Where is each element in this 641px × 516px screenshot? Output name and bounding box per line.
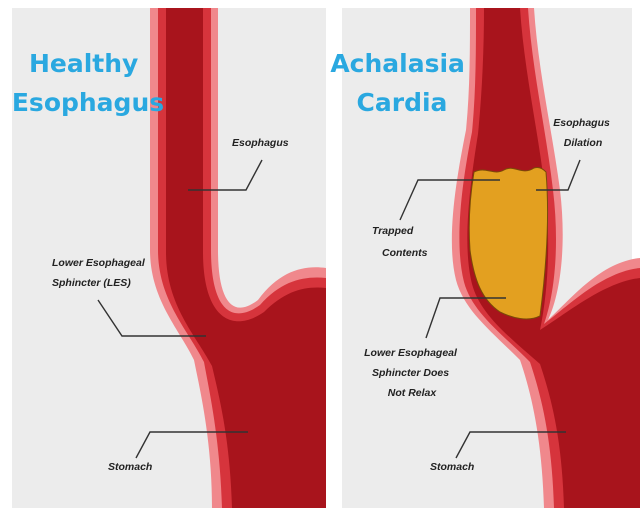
healthy-les-label-line-2: Sphincter (LES) [52, 277, 131, 289]
healthy-les-label-line-1: Lower Esophageal [52, 257, 146, 269]
healthy-esophagus-label: Esophagus [232, 137, 289, 149]
esophagus-dilation-label-line-1: Esophagus [553, 117, 610, 129]
healthy-title-line-1: Healthy [29, 49, 138, 78]
trapped-contents-label-line-2: Contents [382, 247, 428, 259]
healthy-stomach-label: Stomach [108, 461, 152, 473]
achalasia-les-label-line-1: Lower Esophageal [364, 347, 458, 359]
trapped-contents-label-line-1: Trapped [372, 225, 414, 237]
achalasia-les-label-line-3: Not Relax [388, 387, 438, 399]
healthy-panel: Healthy Esophagus Esophagus Lower Esopha… [12, 8, 326, 508]
healthy-title-line-2: Esophagus [12, 88, 164, 117]
esophagus-dilation-label-line-2: Dilation [564, 137, 603, 149]
achalasia-panel: Achalasia Cardia Esophagus Dilation Trap… [330, 8, 640, 508]
achalasia-stomach-label: Stomach [430, 461, 474, 473]
achalasia-title-line-1: Achalasia [330, 49, 465, 78]
achalasia-les-label-line-2: Sphincter Does [372, 367, 449, 379]
achalasia-title-line-2: Cardia [357, 88, 448, 117]
